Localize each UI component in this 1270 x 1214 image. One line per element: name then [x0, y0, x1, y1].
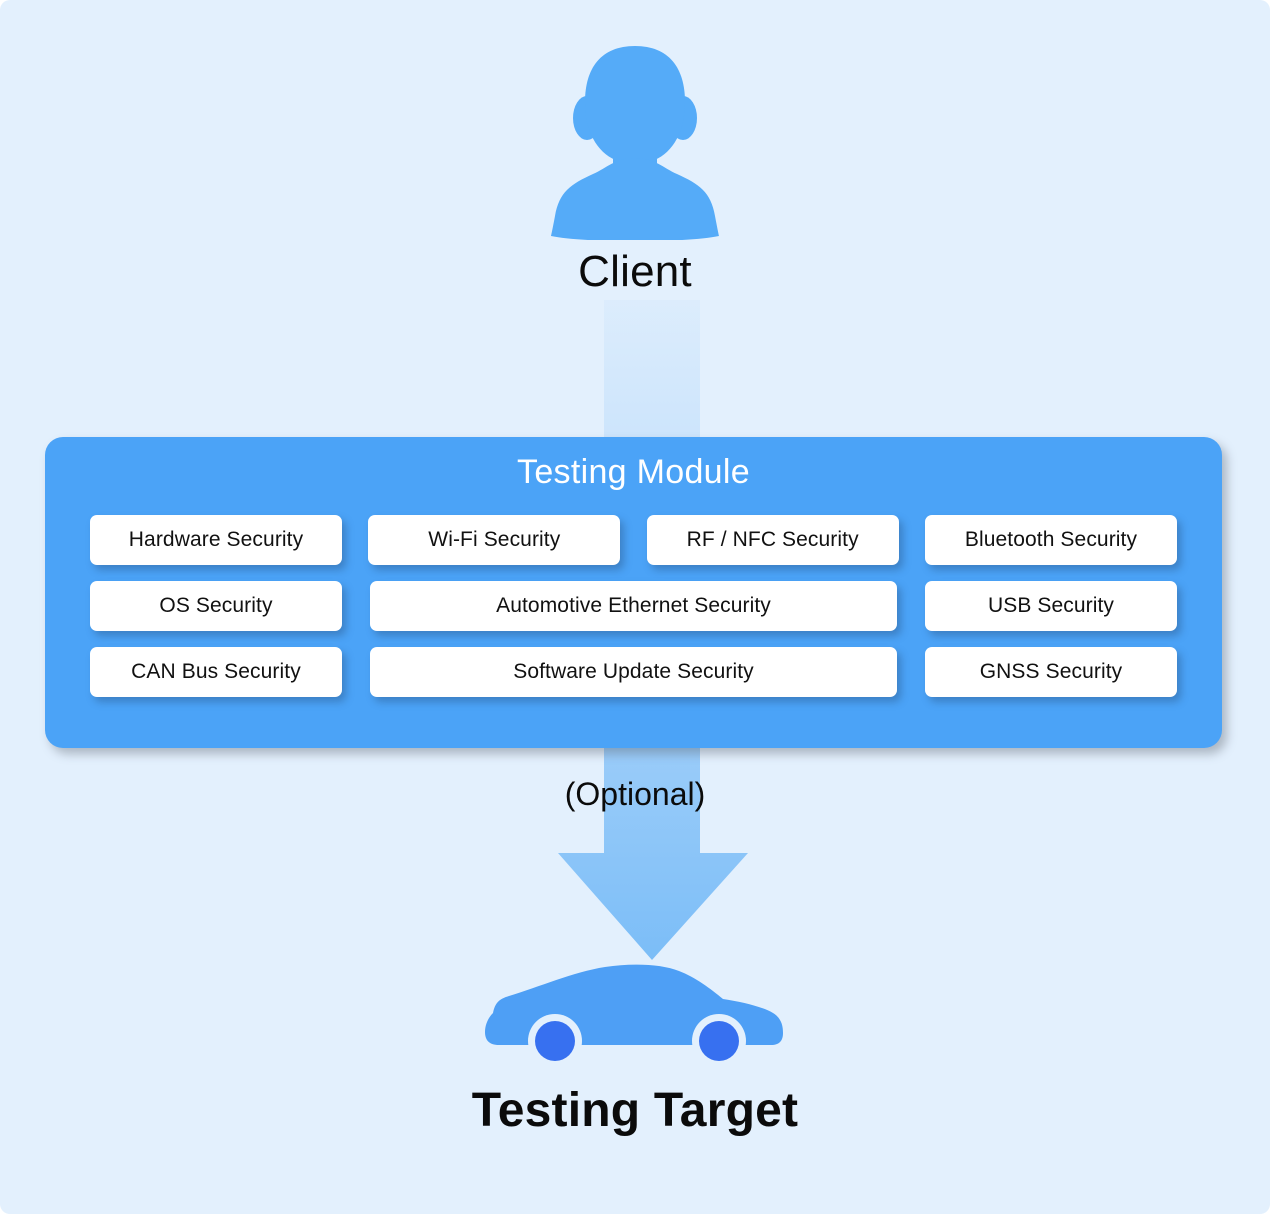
- person-icon: [551, 46, 719, 240]
- module-tile[interactable]: OS Security: [90, 581, 342, 631]
- testing-module-panel: Testing Module Hardware Security Wi-Fi S…: [45, 437, 1222, 748]
- module-row: Hardware Security Wi-Fi Security RF / NF…: [45, 515, 1222, 565]
- client-node: Client: [0, 40, 1270, 294]
- testing-target-label: Testing Target: [471, 1084, 799, 1137]
- module-row: CAN Bus Security Software Update Securit…: [45, 647, 1222, 697]
- module-tile[interactable]: RF / NFC Security: [646, 515, 899, 565]
- module-tile[interactable]: Bluetooth Security: [924, 515, 1177, 565]
- module-tile[interactable]: Hardware Security: [90, 515, 342, 565]
- module-tile[interactable]: Software Update Security: [370, 647, 897, 697]
- module-tile[interactable]: GNSS Security: [925, 647, 1177, 697]
- module-title: Testing Module: [517, 453, 750, 491]
- optional-label: (Optional): [564, 776, 706, 812]
- module-tile[interactable]: CAN Bus Security: [90, 647, 342, 697]
- module-row: OS Security Automotive Ethernet Security…: [45, 581, 1222, 631]
- module-tile[interactable]: Automotive Ethernet Security: [370, 581, 897, 631]
- testing-target-node: Testing Target: [0, 955, 1270, 1135]
- module-tile[interactable]: USB Security: [925, 581, 1177, 631]
- car-icon: [485, 964, 783, 1065]
- client-label: Client: [578, 247, 692, 296]
- module-tile[interactable]: Wi-Fi Security: [368, 515, 621, 565]
